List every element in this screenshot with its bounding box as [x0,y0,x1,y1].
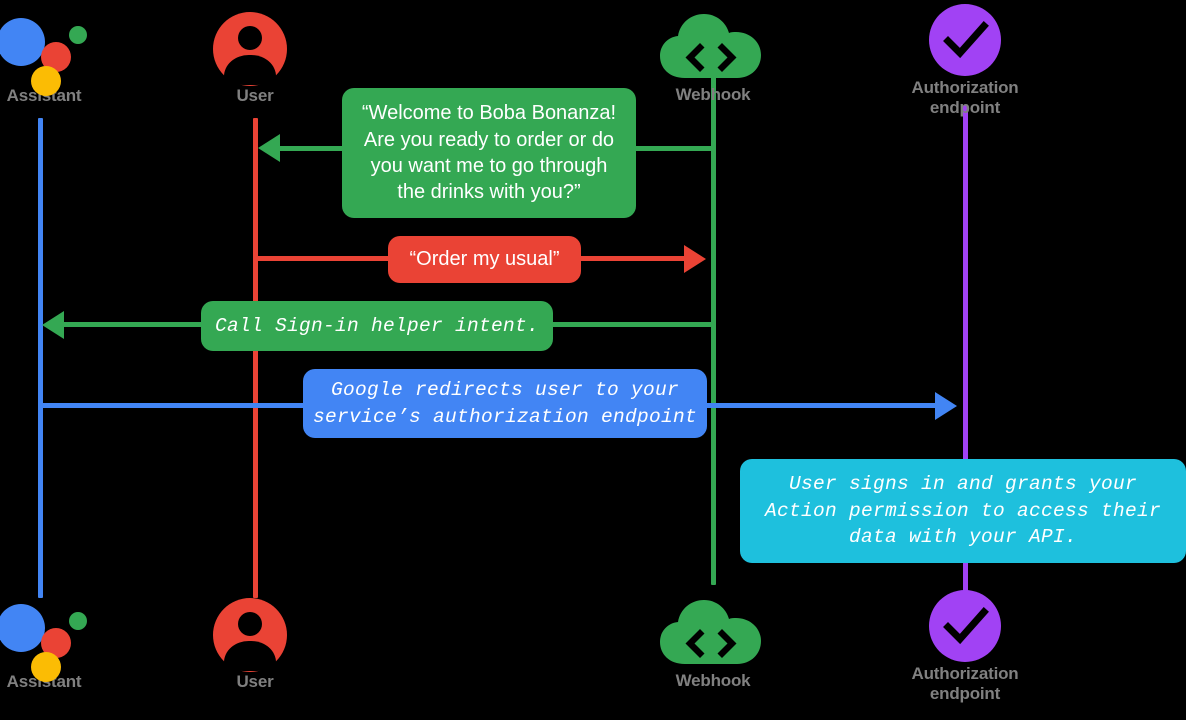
user-avatar-icon [180,8,330,86]
cloud-code-icon [638,592,788,670]
assistant-yellow-dot-icon [31,652,61,682]
checkmark-icon [929,4,1001,81]
message-bubble-order-my-usual[interactable]: “Order my usual” [388,236,581,283]
actor-label-authorization: Authorization endpoint [911,664,1019,703]
lifeline-assistant [38,118,43,598]
actor-label-webhook: Webhook [675,671,751,690]
actor-user-top: User [180,8,330,106]
actor-label-user: User [236,672,274,691]
arrowhead-google-redirects [935,392,957,420]
assistant-blue-dot-icon [0,604,45,652]
actor-label-assistant: Assistant [0,672,119,692]
lifeline-user [253,118,258,598]
message-bubble-google-redirects[interactable]: Google redirects user to your service’s … [303,369,707,438]
purple-check-circle-icon [890,588,1040,664]
user-avatar-head-icon [238,612,262,636]
purple-check-circle-icon [890,2,1040,78]
message-bubble-call-signin-helper[interactable]: Call Sign-in helper intent. [201,301,553,351]
auth-circle-icon [929,4,1001,76]
user-avatar-icon [180,594,330,672]
checkmark-icon [929,590,1001,667]
cloud-shape-icon [658,598,768,666]
actor-user-bottom: User [180,594,330,692]
arrowhead-welcome [258,134,280,162]
actor-label-assistant: Assistant [0,86,119,106]
actor-webhook-bottom: Webhook [638,592,788,691]
user-avatar-head-icon [238,26,262,50]
assistant-green-dot-icon [69,612,87,630]
assistant-yellow-dot-icon [31,66,61,96]
actor-assistant-top: Assistant [0,8,119,106]
lifeline-authorization [963,105,968,595]
user-avatar-body-icon [224,641,276,671]
google-assistant-icon [0,8,119,96]
message-bubble-welcome[interactable]: “Welcome to Boba Bonanza! Are you ready … [342,88,636,218]
cloud-shape-icon [658,12,768,80]
actor-label-authorization: Authorization endpoint [911,78,1019,117]
actor-authorization-top: Authorization endpoint [890,2,1040,117]
assistant-green-dot-icon [69,26,87,44]
user-avatar-body-icon [224,55,276,85]
cloud-code-icon [638,6,788,84]
actor-webhook-top: Webhook [638,6,788,105]
arrowhead-call-signin-helper [42,311,64,339]
message-bubble-user-signs-in[interactable]: User signs in and grants your Action per… [740,459,1186,563]
actor-label-webhook: Webhook [675,85,751,104]
assistant-blue-dot-icon [0,18,45,66]
actor-label-user: User [236,86,274,105]
auth-circle-icon [929,590,1001,662]
actor-assistant-bottom: Assistant [0,594,119,692]
google-assistant-icon [0,594,119,682]
arrowhead-order-my-usual [684,245,706,273]
actor-authorization-bottom: Authorization endpoint [890,588,1040,703]
